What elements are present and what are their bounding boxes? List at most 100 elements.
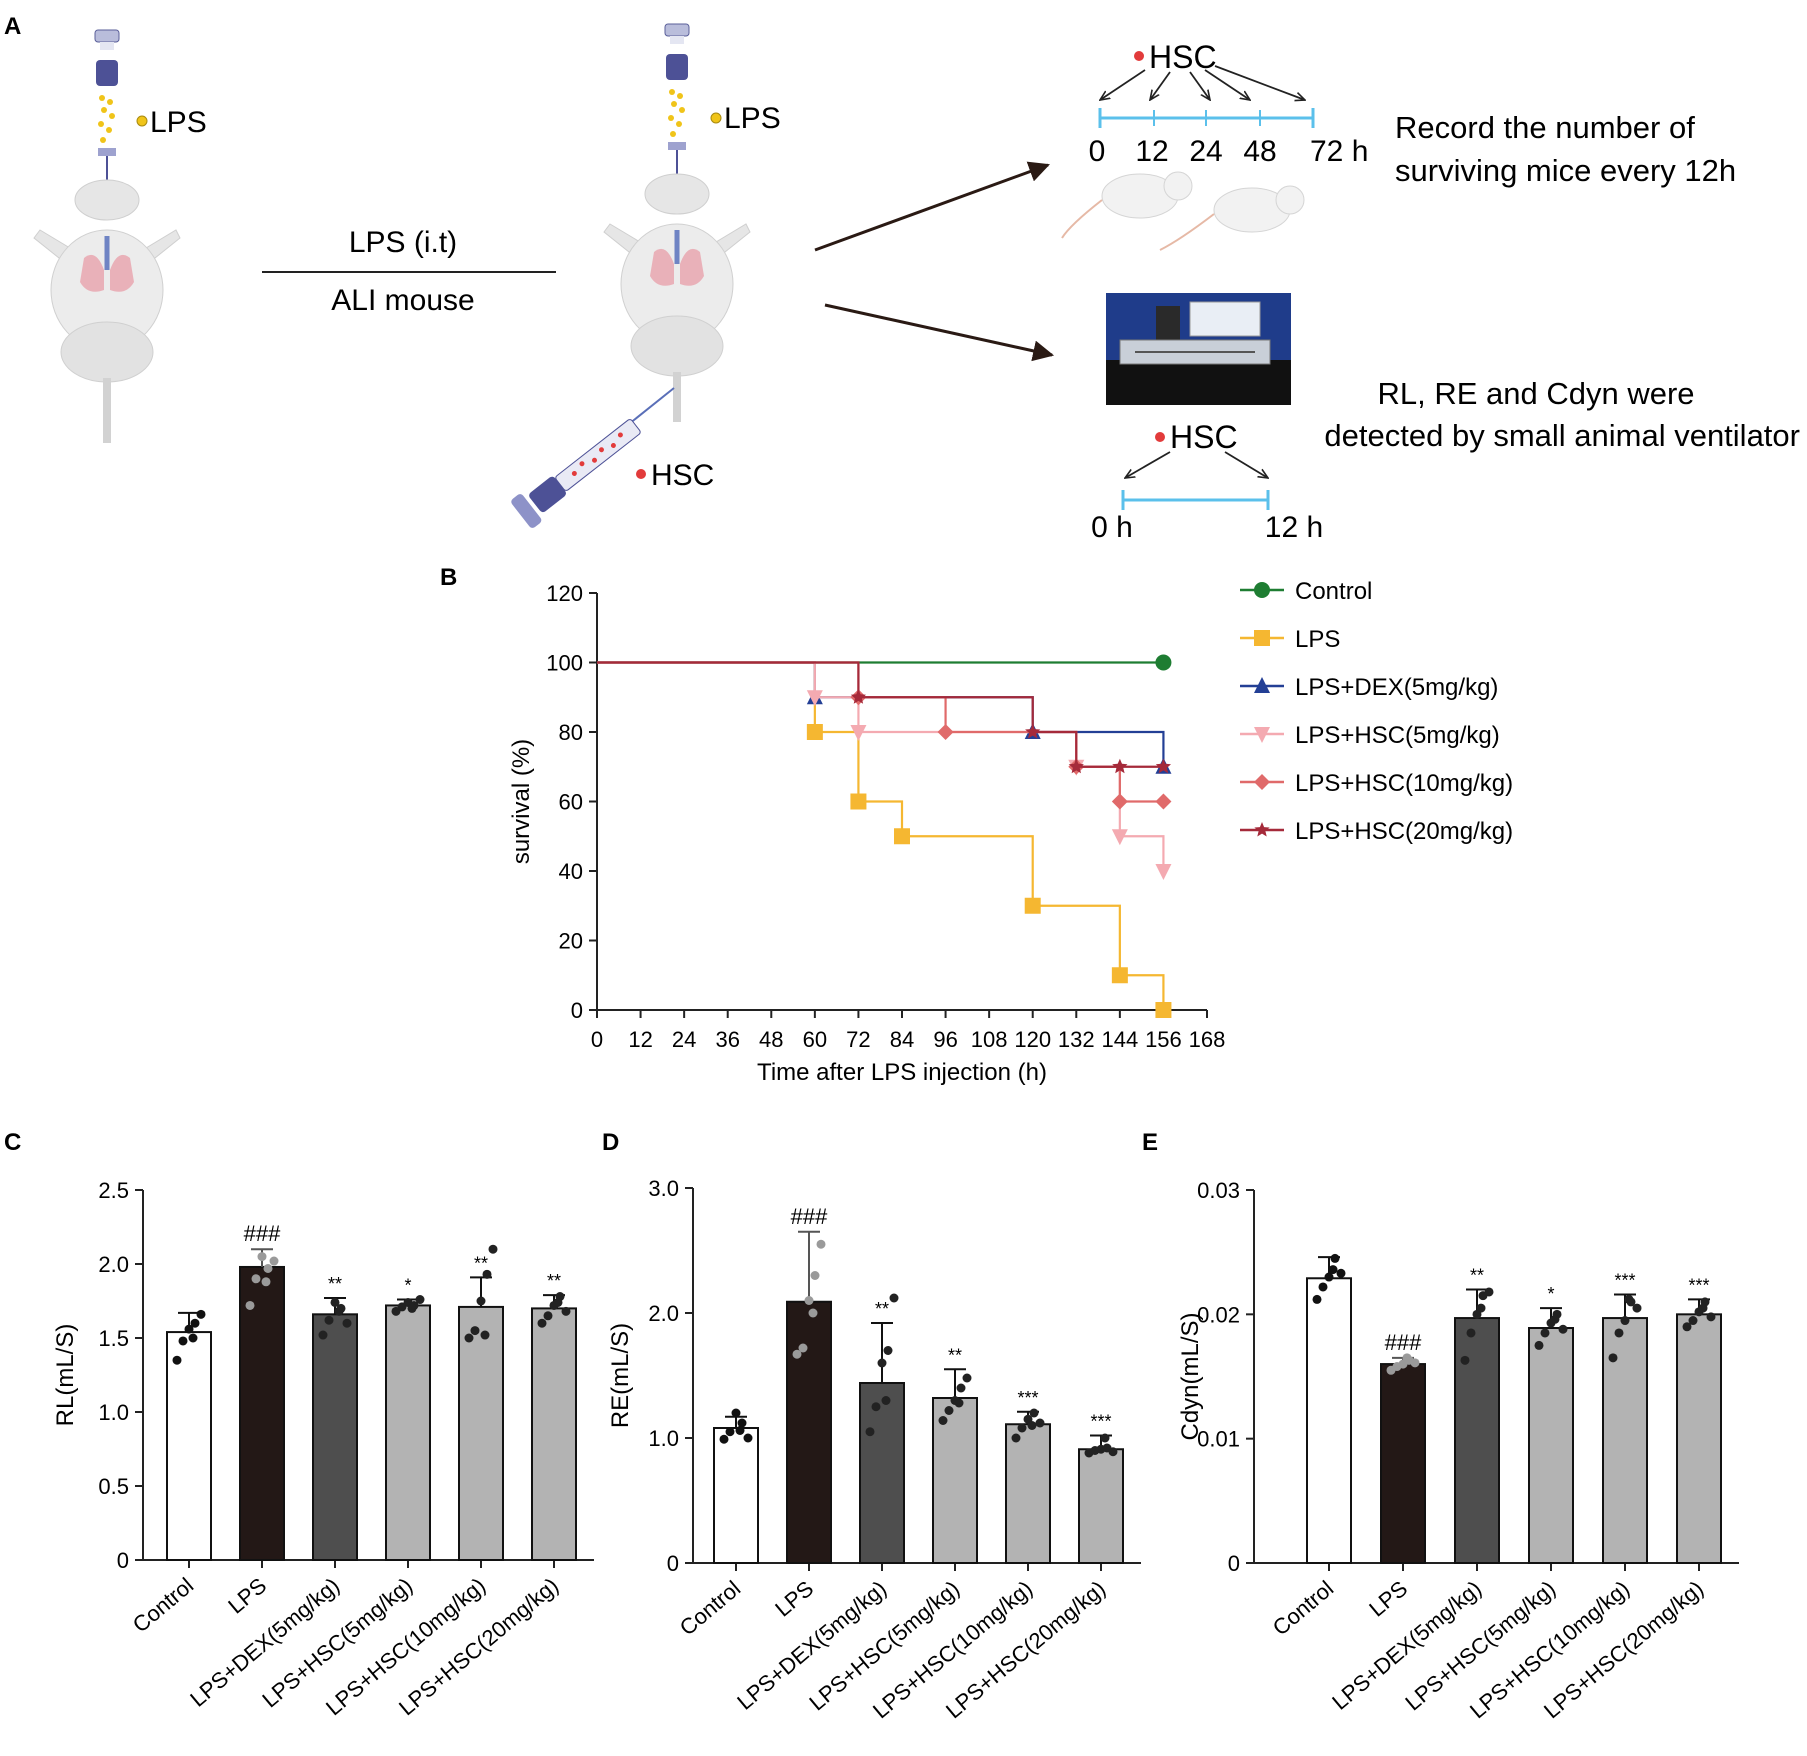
lps-dot-icon — [710, 112, 722, 124]
re-y-axis-label: RE(mL/S) — [607, 1323, 634, 1428]
data-point — [537, 1318, 547, 1328]
y-tick-label: 2.0 — [98, 1252, 129, 1277]
timeline2-tick: 0 h — [1091, 511, 1133, 544]
data-point — [480, 1330, 490, 1340]
bar — [932, 1397, 978, 1564]
timeline2-note-line1: RL, RE and Cdyn were — [1377, 376, 1694, 411]
y-tick-label: 0.02 — [1197, 1302, 1240, 1327]
data-point — [464, 1333, 474, 1343]
data-point — [269, 1256, 279, 1266]
survival-x-axis-label: Time after LPS injection (h) — [757, 1059, 1047, 1086]
data-point — [334, 1306, 344, 1316]
y-tick-label: 1.5 — [98, 1326, 129, 1351]
data-point — [938, 1416, 948, 1425]
x-tick-label: Control — [128, 1573, 198, 1638]
data-point — [725, 1427, 735, 1437]
data-point — [1460, 1355, 1470, 1365]
significance-label: ### — [244, 1221, 281, 1246]
y-tick-label: 0 — [571, 998, 583, 1023]
data-point — [342, 1318, 352, 1328]
data-point — [1035, 1418, 1045, 1428]
x-tick-label: 48 — [759, 1027, 783, 1052]
bar — [458, 1305, 504, 1562]
timeline1-tick: 0 — [1089, 135, 1106, 168]
x-tick-label: 144 — [1101, 1027, 1138, 1052]
y-tick-label: 0.03 — [1197, 1178, 1240, 1203]
hsc-dot-icon — [1134, 51, 1144, 61]
significance-label: * — [404, 1276, 411, 1296]
series-marker — [1155, 654, 1172, 671]
bar — [531, 1307, 577, 1562]
data-point — [553, 1297, 563, 1307]
data-point — [263, 1263, 273, 1273]
series-marker — [937, 724, 954, 740]
significance-label: ** — [547, 1271, 561, 1291]
series-line — [597, 661, 1165, 1010]
data-point — [172, 1355, 182, 1365]
x-tick-label: 156 — [1145, 1027, 1182, 1052]
data-point — [245, 1300, 255, 1310]
significance-label: ### — [1385, 1330, 1422, 1355]
data-point — [808, 1308, 818, 1318]
data-point — [1484, 1287, 1494, 1297]
series-marker — [850, 725, 867, 741]
y-tick-label: 120 — [546, 581, 583, 606]
data-point — [719, 1434, 729, 1444]
y-tick-label: 1.0 — [648, 1426, 679, 1451]
hsc-label: HSC — [651, 459, 714, 492]
hsc-dot-icon — [1155, 432, 1165, 442]
x-tick-label: Control — [675, 1576, 745, 1641]
data-point — [482, 1269, 492, 1279]
timeline1-tick: 24 — [1189, 135, 1222, 168]
series-marker — [894, 828, 910, 845]
timeline1-hsc-label: HSC — [1149, 39, 1217, 75]
series-marker — [1254, 727, 1270, 743]
data-point — [1017, 1423, 1027, 1433]
panel-letter-c: C — [4, 1129, 21, 1156]
significance-label: * — [1547, 1284, 1554, 1304]
y-tick-label: 0.01 — [1197, 1427, 1240, 1452]
data-point — [1330, 1253, 1340, 1263]
bar — [786, 1300, 832, 1564]
y-tick-label: 100 — [546, 651, 583, 676]
bar — [166, 1331, 212, 1561]
data-point — [816, 1239, 826, 1249]
y-tick-label: 60 — [559, 790, 583, 815]
lps-particles-icon — [98, 95, 115, 143]
series-marker — [1068, 758, 1084, 774]
data-point — [476, 1296, 486, 1306]
timeline1-note-line1: Record the number of — [1395, 110, 1695, 145]
timeline2-tick: 12 h — [1265, 511, 1323, 544]
series-line — [597, 661, 1164, 768]
data-point — [871, 1402, 881, 1412]
data-point — [1558, 1324, 1568, 1334]
data-point — [1620, 1316, 1630, 1326]
data-point — [470, 1326, 480, 1336]
x-tick-label: LPS — [770, 1576, 818, 1622]
significance-label: *** — [1688, 1275, 1709, 1295]
mouse-icon — [1159, 185, 1305, 251]
series-marker — [1254, 630, 1270, 646]
bar — [239, 1265, 285, 1561]
series-marker — [1155, 793, 1172, 810]
significance-label: ** — [875, 1299, 889, 1319]
series-marker — [1155, 758, 1171, 774]
data-point — [488, 1244, 498, 1254]
x-tick-label: 168 — [1189, 1027, 1226, 1052]
data-point — [731, 1408, 741, 1418]
legend-label: LPS+DEX(5mg/kg) — [1295, 674, 1498, 701]
data-point — [407, 1303, 417, 1313]
x-tick-label: 0 — [591, 1027, 603, 1052]
data-point — [889, 1293, 899, 1303]
flow-arrow-ventilator — [824, 303, 1055, 362]
data-point — [324, 1315, 334, 1325]
timeline1-note-line2: surviving mice every 12h — [1395, 153, 1736, 188]
data-point — [944, 1406, 954, 1415]
data-point — [810, 1271, 820, 1280]
data-point — [330, 1297, 340, 1307]
series-marker — [1025, 724, 1041, 739]
timeline2-hsc-label: HSC — [1170, 419, 1238, 455]
series-marker — [1024, 897, 1041, 914]
lps-dot-icon — [136, 115, 148, 127]
series-marker — [1254, 774, 1270, 790]
